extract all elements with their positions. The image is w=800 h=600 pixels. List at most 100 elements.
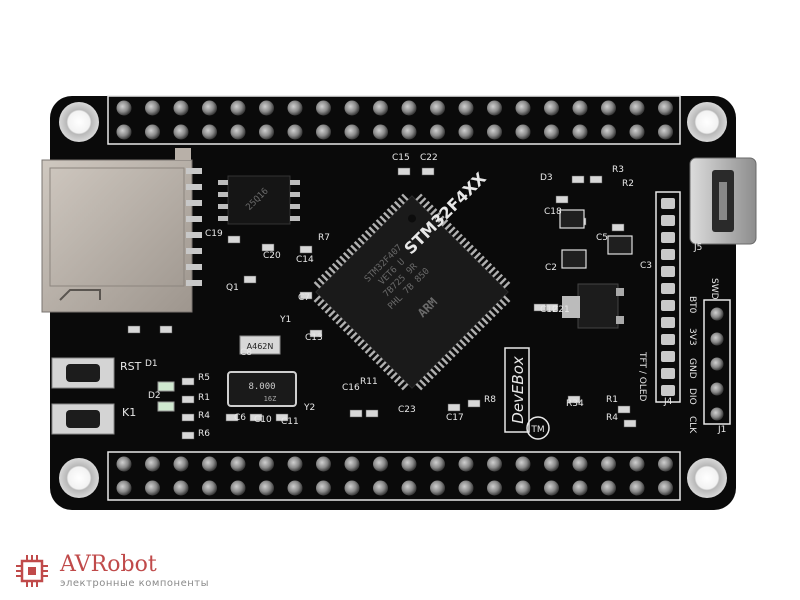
mcu-leg	[372, 222, 380, 231]
smd-component	[299, 245, 313, 254]
smd-component	[159, 325, 173, 334]
header-pin	[344, 456, 360, 472]
k1-button[interactable]	[51, 403, 115, 435]
mcu-leg	[481, 317, 489, 325]
reset-button[interactable]	[51, 357, 115, 389]
header-pin	[344, 480, 360, 496]
header-pin	[373, 100, 388, 116]
smd-component	[261, 243, 275, 252]
mcu-leg	[495, 302, 504, 311]
mcu-leg	[357, 339, 365, 347]
mcu-leg	[459, 237, 467, 245]
led-indicator	[157, 381, 175, 392]
designator-label: C3	[640, 261, 652, 271]
smd-component	[589, 175, 603, 184]
mcu-leg	[451, 230, 460, 238]
mcu-leg	[422, 375, 431, 384]
header-pin	[202, 124, 217, 140]
header-pin	[458, 480, 474, 496]
header-pin	[658, 456, 673, 472]
header-pin	[487, 100, 502, 116]
swd-header-pins	[710, 307, 724, 421]
designator-label: C6	[234, 413, 246, 423]
tft-oled-header-outline	[655, 191, 681, 403]
mcu-leg	[448, 226, 456, 234]
header-pin	[373, 456, 388, 472]
header-pin	[116, 480, 132, 496]
designator-label: C17	[446, 413, 464, 423]
mcu-leg	[397, 197, 405, 205]
designator-label: C2	[545, 263, 557, 273]
mcu-leg	[382, 364, 391, 373]
header-pin	[658, 480, 673, 496]
tft-oled-pad	[661, 266, 675, 277]
designator-label: C20	[263, 251, 281, 261]
smd-component	[309, 329, 323, 338]
mcu-leg	[331, 262, 340, 271]
mcu-leg	[361, 233, 369, 242]
mcu-leg	[339, 255, 347, 263]
mcu-leg	[357, 237, 365, 245]
rst-label: RST	[120, 360, 142, 373]
bottom-header-outline	[107, 451, 681, 501]
mcu-leg	[331, 313, 340, 321]
pin-label-dio: DIO	[687, 388, 697, 405]
mcu-leg	[313, 295, 321, 303]
mcu-leg	[386, 208, 395, 216]
header-pin	[629, 480, 645, 496]
tft-oled-label: TFT / OLED	[637, 351, 647, 402]
watermark-subtitle: электронные компоненты	[60, 577, 209, 589]
designator-label: R1	[606, 395, 618, 405]
flash-chip: 25Q16	[218, 175, 300, 225]
header-pin	[116, 124, 132, 140]
designator-label: R4	[606, 413, 618, 423]
mcu-leg	[430, 368, 438, 376]
mcu-leg	[440, 219, 449, 227]
sd-pin	[186, 232, 202, 238]
tft-oled-pad	[661, 300, 675, 311]
header-pin	[373, 480, 388, 496]
header-pin	[202, 100, 217, 116]
mcu-leg	[466, 244, 474, 253]
header-pin	[487, 124, 502, 140]
header-pin	[230, 124, 246, 140]
mcu-leg	[481, 259, 489, 267]
mcu-leg	[371, 353, 380, 362]
header-pin	[259, 100, 274, 116]
designator-label: J4	[663, 397, 673, 407]
mcu-leg	[477, 255, 485, 263]
header-pin	[287, 124, 303, 140]
mcu-leg	[335, 317, 343, 325]
mcu-leg	[342, 251, 351, 260]
mcu-leg	[422, 200, 431, 209]
header-pin	[658, 124, 673, 140]
mcu-leg	[492, 306, 500, 314]
mcu-leg	[390, 204, 398, 212]
header-pin	[259, 480, 274, 496]
swd-pin	[710, 357, 724, 371]
header-pin	[601, 124, 616, 140]
mcu-leg	[419, 197, 427, 205]
designator-label: Q1	[226, 283, 239, 293]
header-pin	[544, 100, 559, 116]
smd-component	[617, 405, 631, 414]
smd-components	[127, 167, 637, 440]
designator-label: C13	[305, 333, 323, 343]
electrolytic-cap	[561, 249, 587, 269]
designator-label: R6	[198, 429, 210, 439]
header-pin	[344, 124, 360, 140]
header-pin	[515, 100, 531, 116]
header-pin	[230, 456, 246, 472]
mounting-holes	[59, 102, 727, 498]
designator-label: C12	[540, 305, 558, 315]
smd-component	[567, 395, 581, 404]
mounting-hole-tl	[59, 102, 99, 142]
smd-component	[421, 167, 435, 176]
mcu-leg	[401, 193, 409, 201]
header-pin	[458, 100, 474, 116]
mcu-leg	[448, 350, 456, 358]
mcu-leg	[429, 208, 438, 216]
mcu-leg	[466, 331, 474, 340]
tft-oled-pad	[661, 334, 675, 345]
